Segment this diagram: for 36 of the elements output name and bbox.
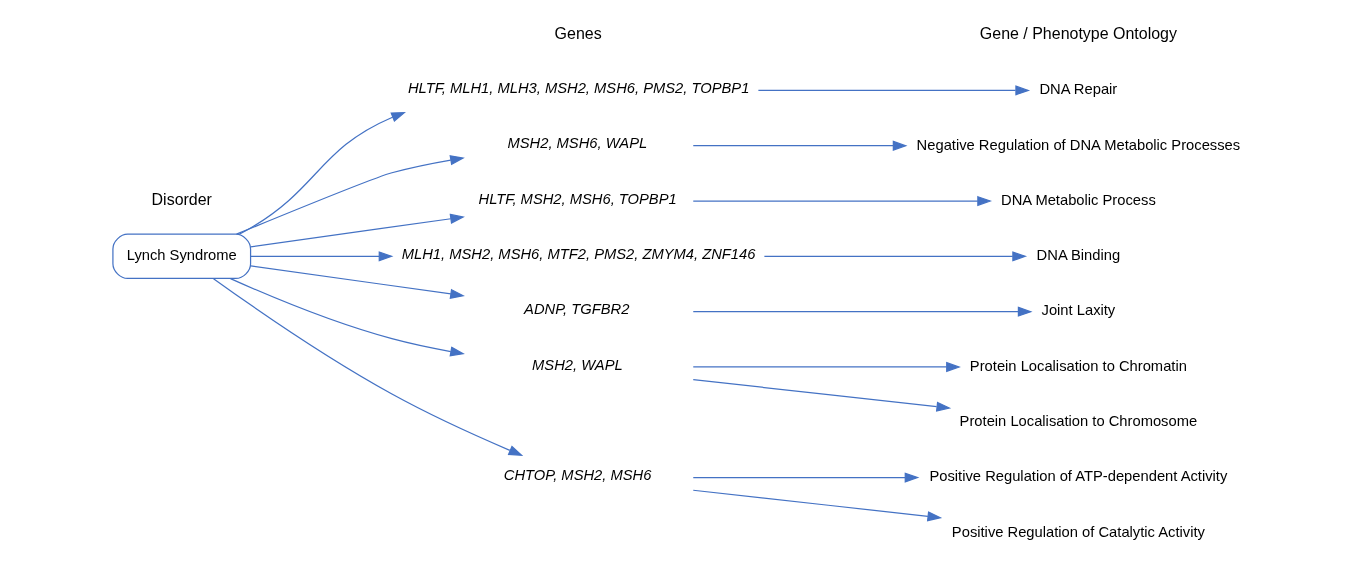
node-text: Negative Regulation of DNA Metabolic Processes (916, 136, 1241, 153)
node-text: Protein Localisation to Chromosome (959, 413, 1198, 430)
node-text: MLH1, MSH2, MSH6, MTF2, PMS2, ZMYM4, ZNF146 (401, 245, 756, 262)
label: Gene / Phenotype Ontology (979, 25, 1177, 43)
arrow (692, 306, 1033, 317)
label: Genes (554, 25, 602, 43)
arrow (238, 111, 406, 235)
node-text: HLTF, MSH2, MSH6, TOPBP1 (478, 190, 677, 207)
node-text: DNA Binding (1036, 247, 1121, 264)
node-text: CHTOP, MSH2, MSH6 (503, 467, 652, 484)
arrow (250, 213, 465, 248)
arrow (250, 265, 465, 299)
node-text: HLTF, MLH1, MLH3, MSH2, MSH6, PMS2, TOPBP1 (407, 79, 750, 96)
arrow (692, 379, 952, 412)
node-text: Positive Regulation of ATP-dependent Activity (929, 468, 1228, 485)
arrow (763, 251, 1028, 262)
node-text: Protein Localisation to Chromatin (969, 357, 1187, 374)
arrow (212, 278, 524, 456)
arrow (692, 361, 961, 373)
node-box: Lynch Syndrome (112, 233, 252, 280)
node-text: Joint Laxity (1041, 302, 1116, 319)
arrow (229, 278, 465, 357)
label: Disorder (151, 191, 212, 209)
arrow (692, 489, 943, 522)
node-text: ADNP, TGFBR2 (524, 301, 630, 318)
node-text: MSH2, MSH6, WAPL (507, 135, 648, 152)
arrow (692, 195, 992, 207)
arrow (250, 251, 394, 262)
node-text: Positive Regulation of Catalytic Activity (951, 523, 1205, 540)
node-text: DNA Metabolic Process (1001, 191, 1156, 208)
arrow (692, 140, 908, 151)
node-text: DNA Repair (1039, 81, 1118, 98)
arrow (692, 472, 920, 483)
node-text: MSH2, WAPL (532, 356, 623, 373)
arrow (235, 155, 465, 235)
arrow (757, 85, 1031, 96)
